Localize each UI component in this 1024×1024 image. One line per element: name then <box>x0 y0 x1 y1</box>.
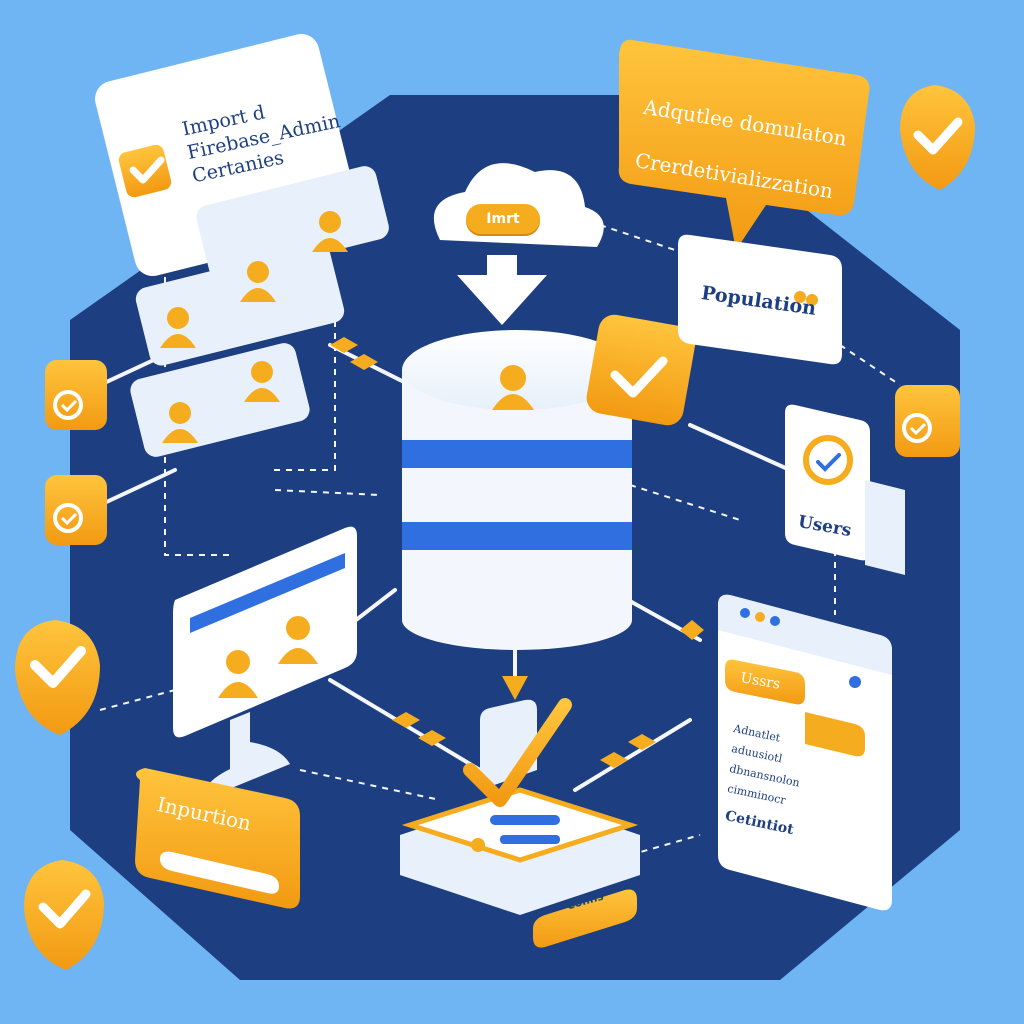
bottom-badge <box>533 889 637 948</box>
check-icon <box>24 860 104 970</box>
user-icon <box>218 650 258 698</box>
side-boxes <box>45 360 960 545</box>
document-icon <box>400 698 640 915</box>
monitor-icon <box>173 526 357 799</box>
flow-arrows <box>330 337 704 768</box>
population-card <box>678 234 842 365</box>
database-icon <box>402 330 632 650</box>
user-icons-left <box>160 211 348 443</box>
check-badge-icon <box>803 435 853 485</box>
download-arrow-icon <box>457 255 547 325</box>
check-box-icon <box>45 360 107 430</box>
user-icon <box>240 261 276 302</box>
user-icon <box>312 211 348 252</box>
check-card <box>586 314 696 426</box>
check-box-icon <box>895 385 960 457</box>
user-icon <box>492 365 534 410</box>
user-icon <box>162 402 198 443</box>
floating-checks <box>15 85 975 970</box>
check-icon <box>129 156 165 184</box>
check-icon <box>610 356 668 398</box>
check-icon <box>900 85 975 190</box>
check-icon <box>15 620 100 735</box>
user-icon <box>278 616 318 664</box>
bottom-left-card <box>135 768 300 909</box>
top-right-note-card <box>618 39 870 251</box>
check-icon <box>463 698 572 807</box>
user-icon <box>244 361 280 402</box>
users-card <box>785 404 905 575</box>
check-box-icon <box>45 475 107 545</box>
cloud-button-label[interactable]: Imrt <box>466 204 540 234</box>
user-icon <box>160 307 196 348</box>
user-icon <box>234 279 256 301</box>
browser-window-icon <box>718 594 892 911</box>
